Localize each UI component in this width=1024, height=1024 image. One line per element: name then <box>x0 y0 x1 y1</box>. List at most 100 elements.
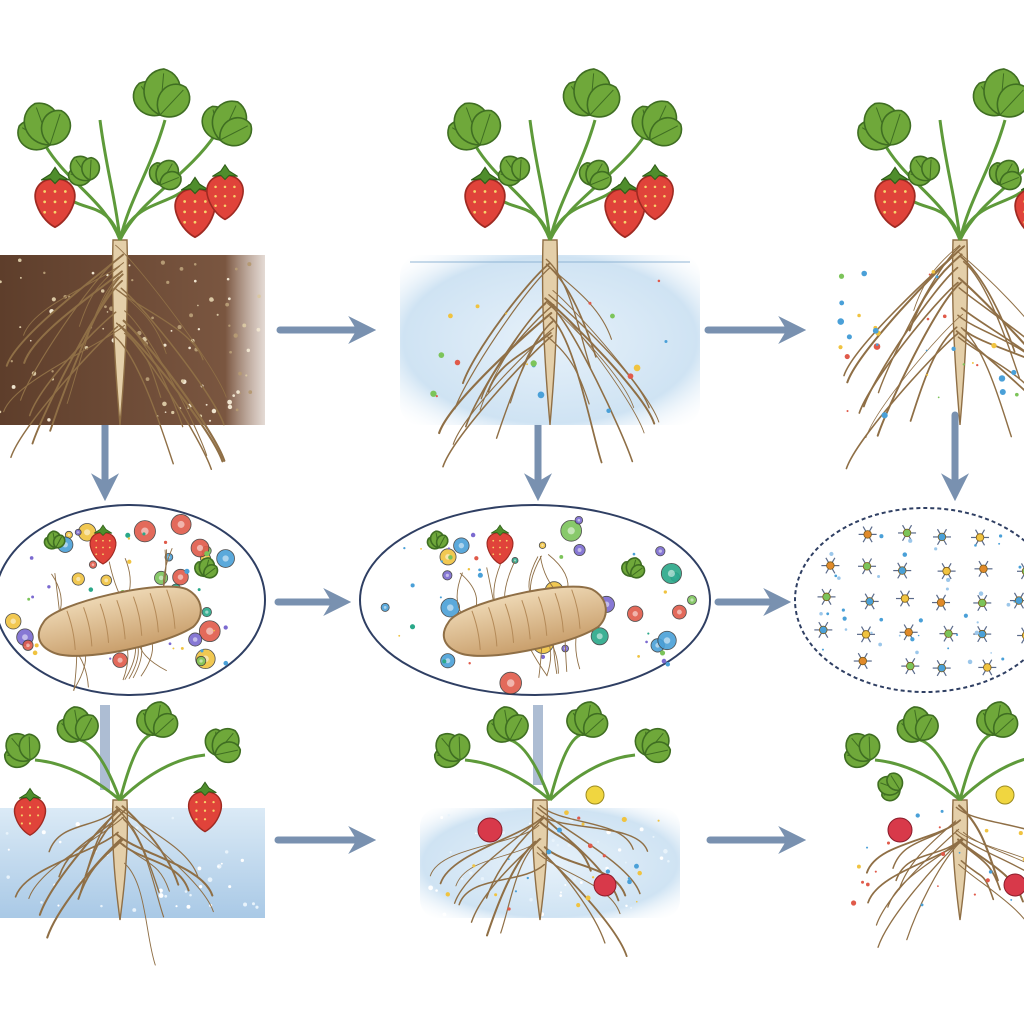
strawberry-icon <box>34 166 76 229</box>
leaf-icon <box>857 102 912 151</box>
star-microbe-icon <box>973 594 992 612</box>
leaf-icon <box>148 159 182 191</box>
stem <box>464 758 551 802</box>
star-microbe-icon <box>932 528 951 546</box>
stem <box>548 753 636 802</box>
leaf-icon <box>497 155 531 187</box>
microbe-icon <box>511 557 519 564</box>
leaf-icon <box>201 100 253 147</box>
microbe-icon <box>201 606 212 618</box>
leaf-icon <box>433 733 471 769</box>
stem <box>874 758 961 802</box>
microbe-icon <box>71 572 85 586</box>
leaf-icon <box>486 706 529 743</box>
microbe-icon <box>574 516 584 525</box>
microbe-icon <box>439 548 457 566</box>
leaf-icon <box>426 530 449 550</box>
microbe-icon <box>188 632 203 647</box>
leaf-icon <box>132 68 191 118</box>
star-microbe-icon <box>858 526 877 543</box>
particles <box>430 279 668 414</box>
star-microbe-icon <box>971 529 990 546</box>
microbe-icon <box>660 562 682 584</box>
leaf-icon <box>988 159 1022 191</box>
leaf-icon <box>43 530 66 550</box>
particles <box>837 270 1019 419</box>
connector-r1c1-to-r2c1 <box>533 705 543 785</box>
star-microbe-icon <box>893 562 912 579</box>
microbe-icon <box>687 595 697 605</box>
microbe-icon <box>560 519 582 542</box>
microbe-icon <box>538 541 547 549</box>
leaf-icon <box>136 701 179 738</box>
microbe-icon <box>112 652 128 668</box>
star-microbe-icon <box>932 594 951 611</box>
microbe-icon <box>380 602 390 612</box>
star-microbe-icon <box>895 590 914 607</box>
particles <box>851 809 1024 907</box>
star-microbe-icon <box>1009 592 1024 609</box>
microbe-icon <box>190 538 210 558</box>
microbe-icon <box>195 655 207 667</box>
root-system <box>843 239 1024 470</box>
star-microbe-icon <box>939 625 958 642</box>
microbe-icon <box>198 620 221 643</box>
star-microbe-icon <box>932 659 951 677</box>
leaf-icon <box>976 701 1019 738</box>
root-system <box>3 239 227 470</box>
leaf-icon <box>631 100 683 147</box>
panel-r2c0 <box>0 701 265 966</box>
panel-r0c0 <box>0 68 265 470</box>
star-microbe-icon <box>817 588 836 605</box>
star-microbe-icon <box>814 621 833 639</box>
stem <box>509 738 552 801</box>
panel-r1c1 <box>359 504 711 696</box>
panel-r2c1 <box>420 701 680 958</box>
root-tuber <box>37 585 202 657</box>
particles <box>445 810 660 911</box>
microbe-icon <box>453 537 470 554</box>
stem <box>528 119 552 241</box>
panel-r1c0 <box>0 504 266 696</box>
microbe-icon <box>590 627 609 646</box>
flower-icon <box>477 785 617 897</box>
leaf-icon <box>634 728 672 764</box>
connector-r1c0-to-r2c0 <box>100 705 110 790</box>
leaf-icon <box>194 557 219 579</box>
microbe-icon <box>672 604 687 620</box>
leaf-icon <box>204 728 242 764</box>
strawberry-icon <box>464 166 506 229</box>
star-microbe-icon <box>937 563 956 580</box>
root-system <box>438 239 660 468</box>
strawberry-icon <box>874 166 916 229</box>
stem <box>919 738 962 801</box>
strawberry-icon <box>1014 187 1024 230</box>
panel-r1c2 <box>794 507 1024 693</box>
microbe-icon <box>170 514 192 535</box>
panel-r2c2 <box>843 701 1024 948</box>
leaf-icon <box>896 706 939 743</box>
root-tuber <box>442 585 607 657</box>
microbe-icon <box>440 597 461 618</box>
particles <box>819 534 1022 665</box>
stem <box>548 733 581 801</box>
microbe-icon <box>5 613 22 630</box>
star-microbe-icon <box>858 558 877 575</box>
microbe-icon <box>216 549 235 568</box>
microbe-icon <box>657 630 677 651</box>
microbe-icon <box>499 671 522 695</box>
strawberry-icon <box>636 163 674 221</box>
microbe-icon <box>88 560 98 569</box>
leaf-icon <box>578 159 612 191</box>
star-microbe-icon <box>860 593 879 610</box>
star-microbe-icon <box>857 626 876 643</box>
panel-r0c2 <box>837 68 1024 470</box>
star-microbe-icon <box>898 524 917 542</box>
leaf-icon <box>877 772 904 802</box>
leaf-icon <box>621 557 646 579</box>
strawberry-icon <box>486 524 514 565</box>
star-microbe-icon <box>853 652 872 670</box>
strawberry-icon <box>13 787 47 836</box>
root-segment <box>37 547 202 691</box>
microbe-icon <box>100 574 112 587</box>
